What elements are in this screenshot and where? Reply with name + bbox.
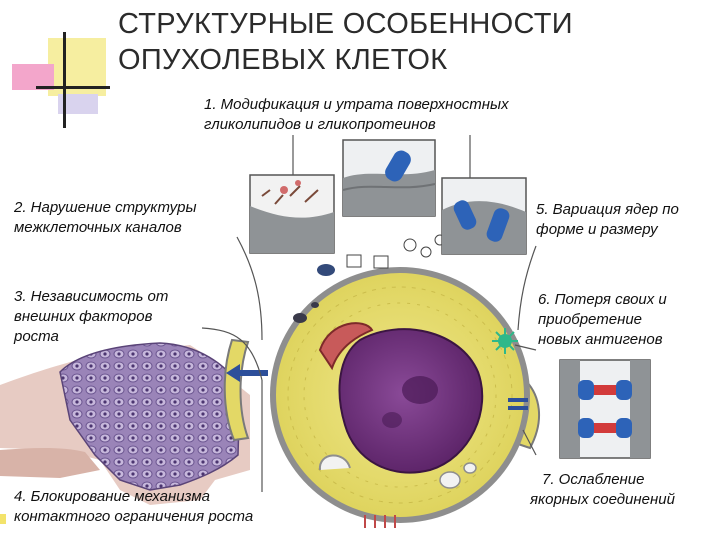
- anchor-marks: [364, 515, 396, 528]
- label-item-6-line-1: 6. Потеря своих и: [538, 291, 667, 308]
- label-item-4-line-1: 4. Блокирование механизма: [14, 488, 210, 505]
- label-item-2-line-1: 2. Нарушение структуры: [14, 199, 197, 216]
- label-item-7-line-2: якорных соединений: [530, 491, 675, 508]
- inset-intercellular-channels: [249, 174, 335, 254]
- label-item-1: 1. Модификация и утрата поверхностных гл…: [204, 95, 509, 135]
- label-item-6: 6. Потеря своих и приобретение новых ант…: [538, 290, 667, 350]
- connector-lines: [201, 236, 537, 492]
- label-item-4: 4. Блокирование механизма контактного ог…: [14, 487, 253, 527]
- label-item-7-line-1: 7. Ослабление: [542, 471, 645, 488]
- label-item-3: 3. Независимость от внешних факторов рос…: [14, 287, 168, 347]
- main-cell: [270, 267, 530, 523]
- label-item-3-line-1: 3. Независимость от: [14, 288, 169, 305]
- label-item-3-line-2: внешних факторов: [14, 308, 153, 325]
- inset-nuclear-variation: [441, 177, 527, 255]
- title-line-1: СТРУКТУРНЫЕ ОСОБЕННОСТИ: [118, 8, 573, 40]
- label-item-4-line-2: контактного ограничения роста: [14, 508, 254, 525]
- antigen-star: [492, 328, 518, 354]
- label-item-5-line-1: 5. Вариация ядер по: [536, 201, 679, 218]
- label-item-6-line-3: новых антигенов: [538, 331, 663, 348]
- label-item-7: 7. Ослабление якорных соединений: [530, 470, 675, 510]
- deco-purple-square: [58, 94, 98, 114]
- arrow-right-bar-1: [508, 398, 528, 402]
- tissue-illustration: [0, 342, 250, 505]
- adjacent-cell-left: [223, 338, 250, 442]
- label-item-2-line-2: межклеточных каналов: [14, 219, 182, 236]
- arrow-right-bar-2: [508, 406, 528, 410]
- label-item-1-line-1: 1. Модификация и утрата поверхностных: [204, 96, 509, 113]
- deco-pink-square: [12, 64, 54, 90]
- slide-title: СТРУКТУРНЫЕ ОСОБЕННОСТИ ОПУХОЛЕВЫХ КЛЕТО…: [118, 6, 678, 78]
- label-item-3-line-3: роста: [14, 328, 59, 345]
- label-item-5-line-2: форме и размеру: [536, 221, 658, 238]
- inset-surface-glycoproteins: [342, 139, 436, 217]
- organelle-red: [318, 322, 374, 371]
- label-item-5: 5. Вариация ядер по форме и размеру: [536, 200, 679, 240]
- label-item-1-line-2: гликолипидов и гликопротеинов: [204, 116, 436, 133]
- deco-horizontal-line: [36, 86, 110, 89]
- cell-invagination: [318, 454, 351, 471]
- label-item-2: 2. Нарушение структуры межклеточных кана…: [14, 198, 197, 238]
- inset-anchoring-junctions: [559, 359, 651, 459]
- title-line-2: ОПУХОЛЕВЫХ КЛЕТОК: [118, 44, 448, 76]
- label-item-6-line-2: приобретение: [538, 311, 643, 328]
- deco-vertical-line: [63, 32, 66, 128]
